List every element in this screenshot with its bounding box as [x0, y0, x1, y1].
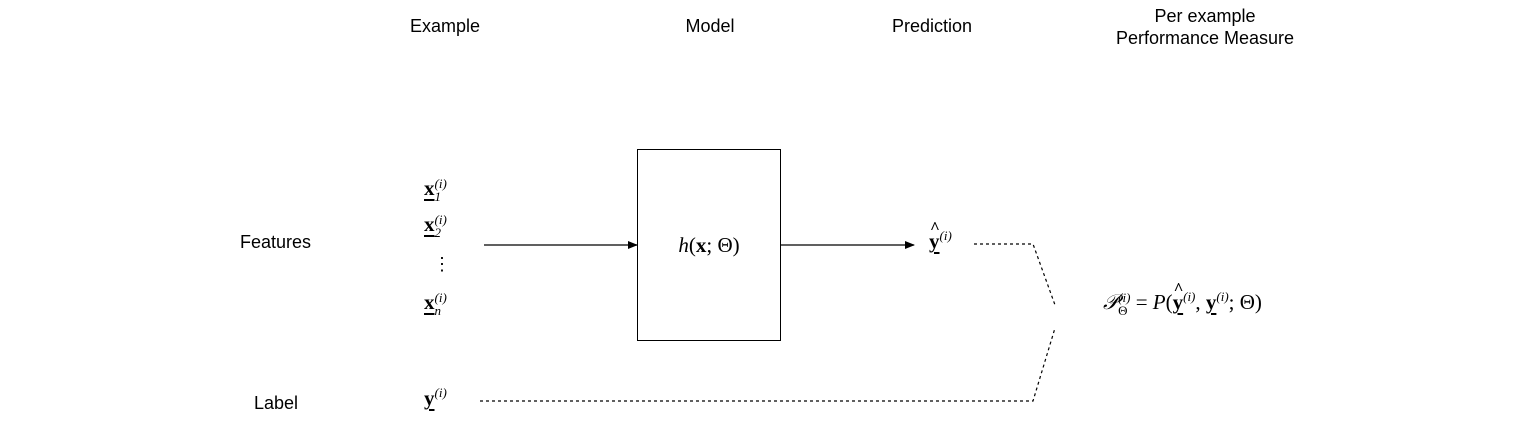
- header-performance: Per example Performance Measure: [1090, 5, 1320, 49]
- performance-formula: 𝒫(i)Θ = P(y^(i), y(i); Θ): [1103, 279, 1262, 319]
- label-y: y(i): [424, 385, 447, 410]
- header-example: Example: [409, 16, 481, 36]
- row-label-features: Features: [240, 232, 312, 252]
- model-function: h(x; Θ): [678, 232, 740, 257]
- prediction-to-performance-dashed: [974, 243, 1056, 306]
- header-prediction: Prediction: [891, 16, 973, 36]
- header-model: Model: [685, 16, 735, 36]
- hat-mark: ^: [1173, 279, 1184, 298]
- header-performance-line1: Per example: [1154, 6, 1256, 26]
- hat-mark: ^: [930, 218, 940, 237]
- header-performance-line2: Performance Measure: [1115, 28, 1295, 48]
- row-label-label: Label: [254, 393, 299, 413]
- feature-x2: x(i)2: [424, 212, 447, 241]
- prediction-y-hat: y^(i): [929, 218, 952, 253]
- feature-x1: x(i)1: [424, 176, 447, 205]
- feature-xn: x(i)n: [424, 290, 447, 319]
- label-to-performance-dashed: [480, 327, 1056, 402]
